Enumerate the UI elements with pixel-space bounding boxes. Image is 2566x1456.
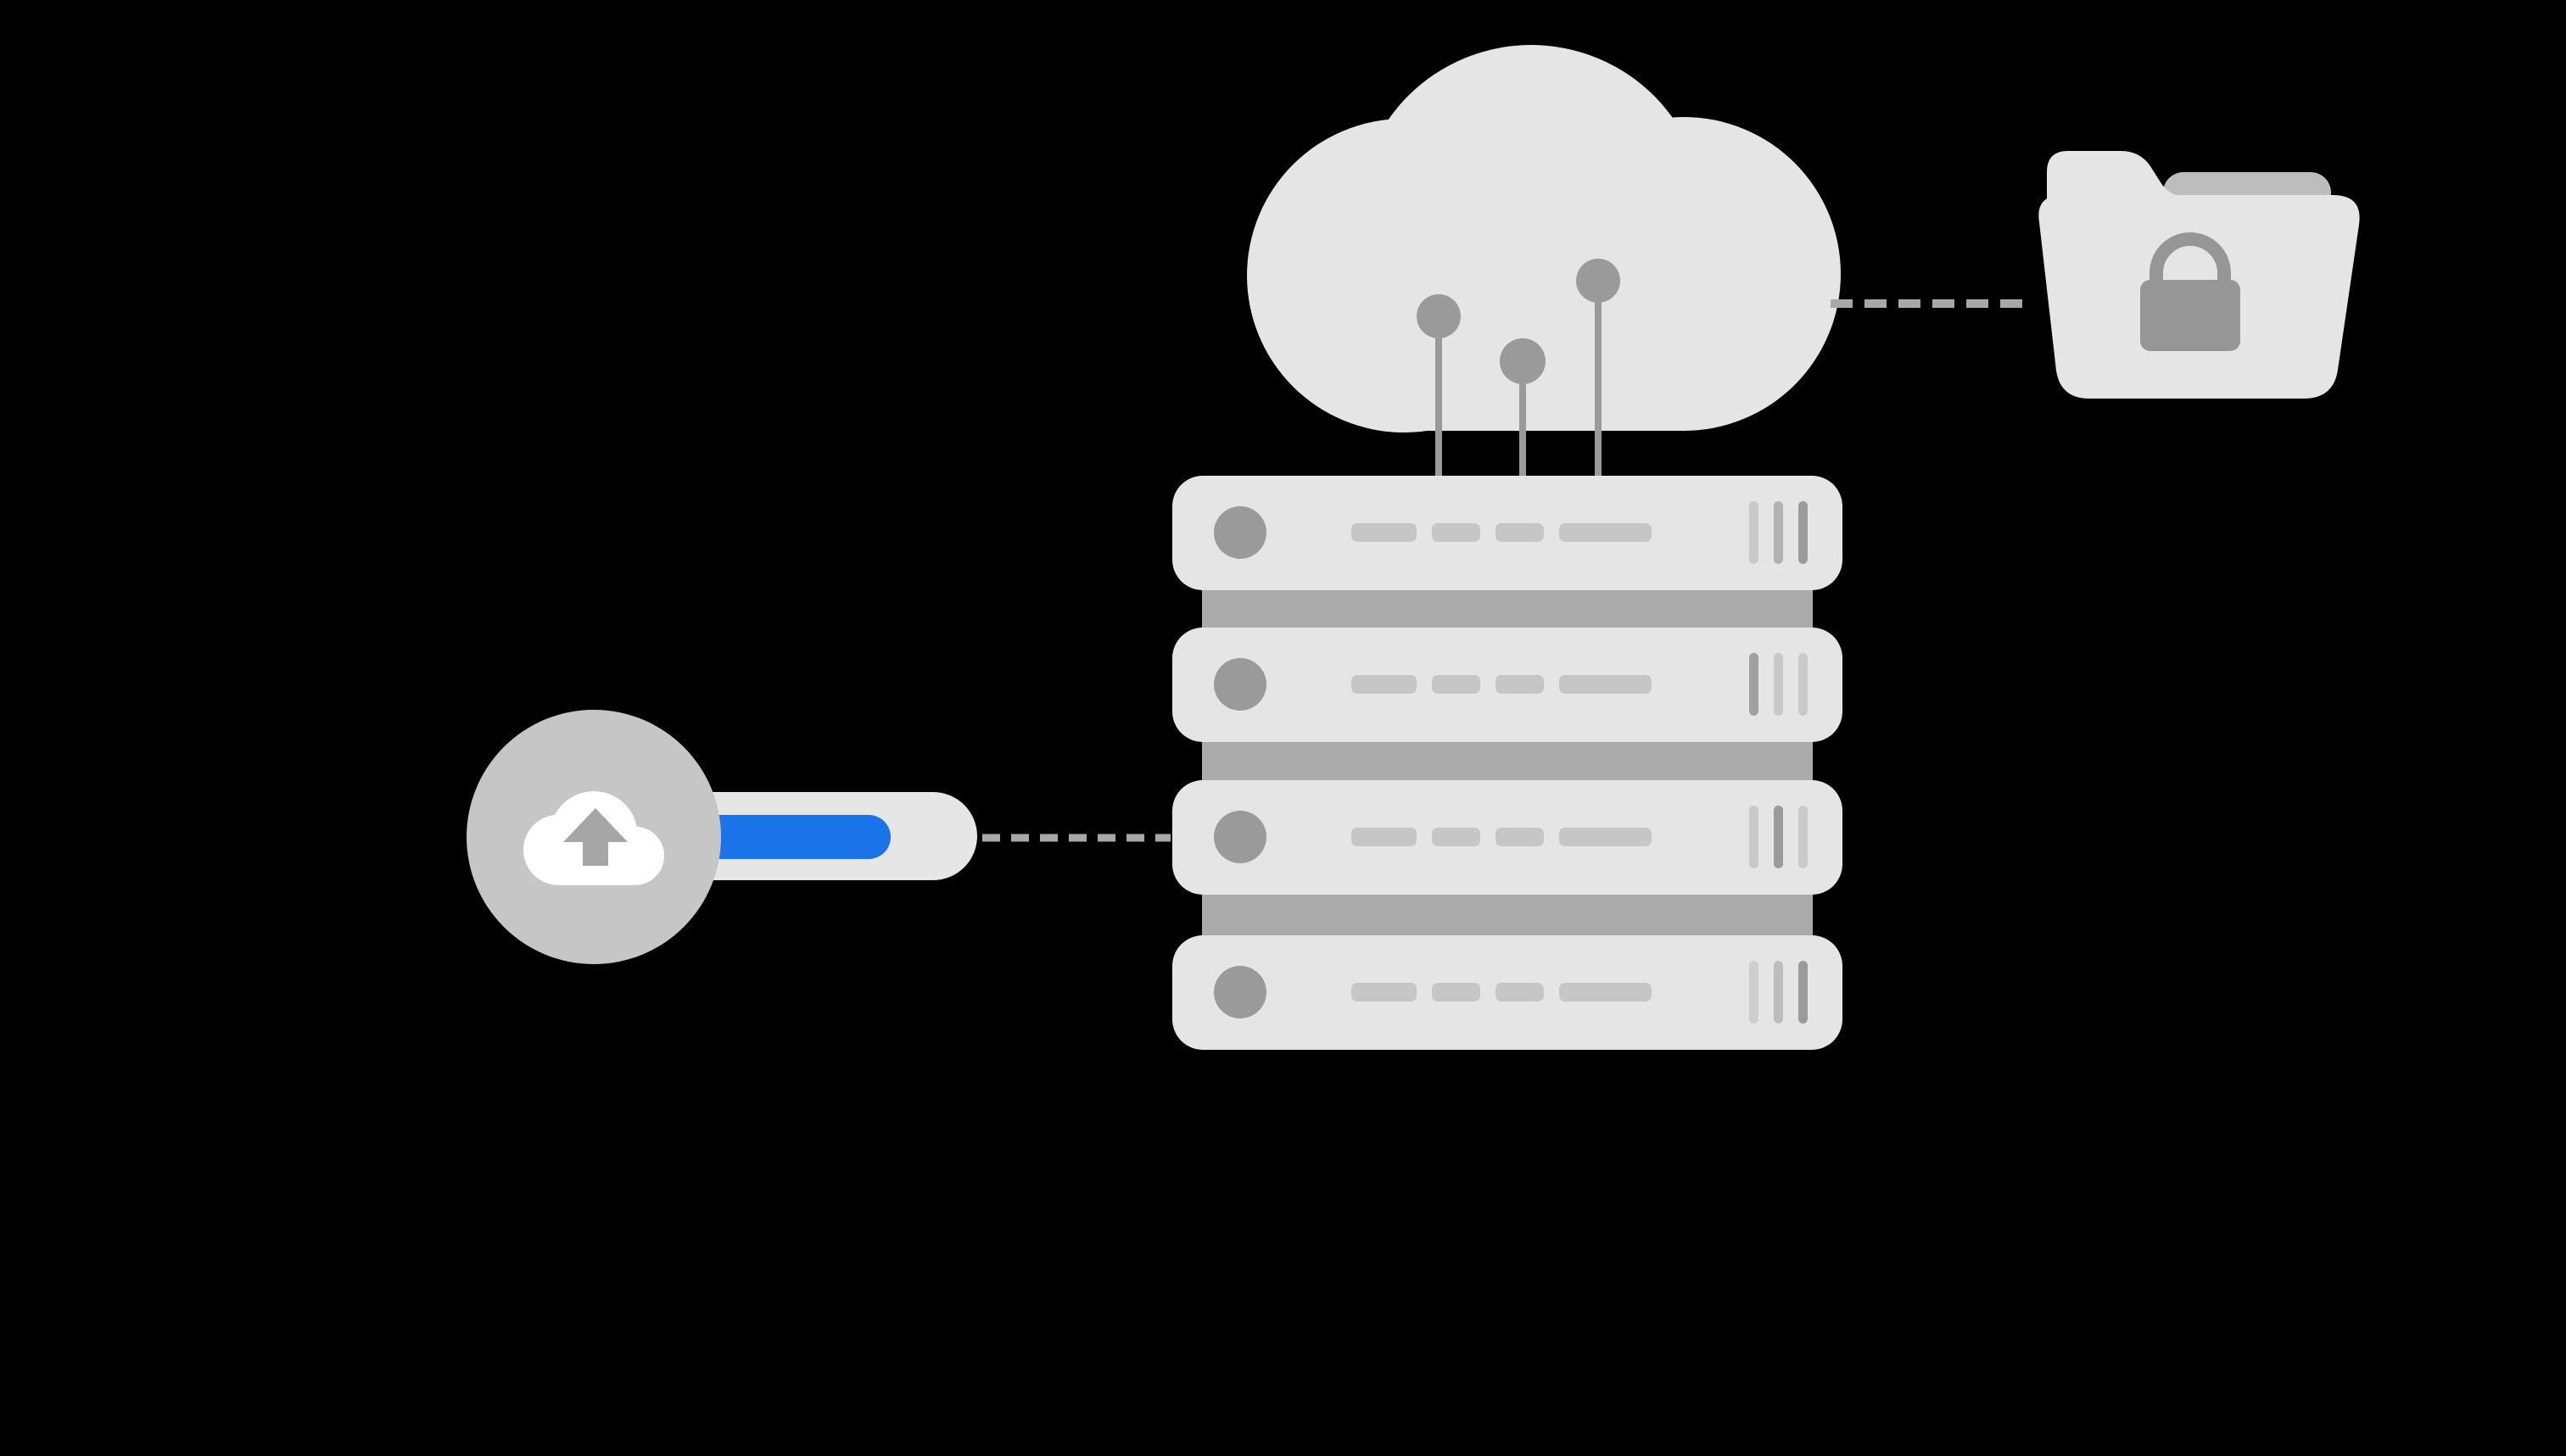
label-dash <box>1432 828 1480 846</box>
label-dash <box>1432 675 1480 694</box>
vent-bar <box>1749 806 1758 868</box>
cloud-pins <box>1417 259 1620 476</box>
server-unit-2 <box>1172 628 1842 742</box>
label-dash <box>1495 523 1544 542</box>
lock-icon <box>2140 232 2240 351</box>
server-stack <box>1172 476 1842 1050</box>
upload-arrow <box>563 808 628 866</box>
label-dash <box>1351 983 1417 1001</box>
led-indicator <box>1214 811 1266 863</box>
vent-bar <box>1798 653 1808 716</box>
vent-bar <box>1774 501 1783 564</box>
pin-head <box>1500 338 1546 384</box>
label-dash <box>1495 828 1544 846</box>
server-unit-3 <box>1172 780 1842 895</box>
label-dash <box>1559 983 1652 1001</box>
pin-stem <box>1595 281 1602 476</box>
led-indicator <box>1214 966 1266 1018</box>
pin-head <box>1417 294 1461 338</box>
label-dash <box>1559 523 1652 542</box>
pin-stem <box>1519 361 1526 476</box>
label-dash <box>1351 828 1417 846</box>
server-unit-1 <box>1172 476 1842 590</box>
label-dash <box>1432 983 1480 1001</box>
cloud-icon <box>1247 45 1841 432</box>
vent-bar <box>1798 501 1808 564</box>
vent-bar <box>1749 961 1758 1024</box>
locked-folder-icon <box>2038 151 2360 399</box>
upload-progress <box>467 710 977 964</box>
server-unit-4 <box>1172 935 1842 1050</box>
cloud-upload-icon <box>523 791 665 885</box>
vent-bar <box>1798 806 1808 868</box>
led-indicator <box>1214 506 1266 559</box>
vent-bar <box>1798 961 1808 1024</box>
vent-bar <box>1774 961 1783 1024</box>
label-dash <box>1432 523 1480 542</box>
label-dash <box>1495 675 1544 694</box>
label-dash <box>1495 983 1544 1001</box>
label-dash <box>1351 675 1417 694</box>
vent-bar <box>1749 501 1758 564</box>
server-connector-band <box>1202 886 1813 939</box>
label-dash <box>1351 523 1417 542</box>
label-dash <box>1559 675 1652 694</box>
vent-bar <box>1774 653 1783 716</box>
pin-stem <box>1435 316 1442 476</box>
label-dash <box>1559 828 1652 846</box>
lock-shackle <box>2150 232 2231 287</box>
lock-body <box>2140 280 2240 351</box>
led-indicator <box>1214 658 1266 711</box>
pin-head <box>1576 259 1620 303</box>
vent-bar <box>1774 806 1783 868</box>
vent-bar <box>1749 653 1758 716</box>
